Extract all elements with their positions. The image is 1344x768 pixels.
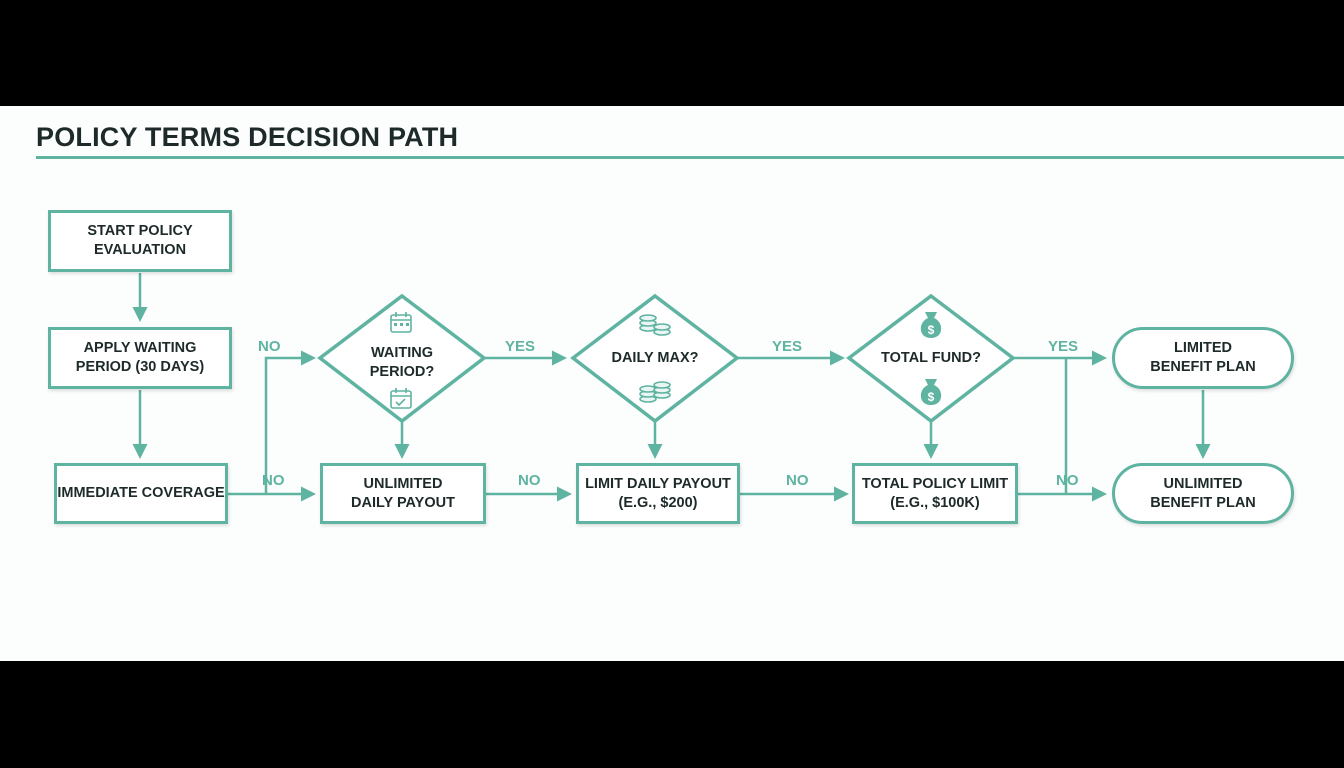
edge-label-yes-fund-limited: YES — [1048, 338, 1079, 355]
decision-fund-label: TOTAL FUND? — [881, 350, 981, 366]
edge-label-no-waiting: NO — [258, 338, 281, 355]
edge-label-no-limit-total: NO — [786, 472, 809, 489]
edge-label-yes-waiting-daily: YES — [505, 338, 536, 355]
edge-label-no-immediate: NO — [262, 472, 285, 489]
decision-fund-shape — [846, 293, 1016, 424]
letterbox-top — [0, 0, 1344, 106]
edge-label-no-unlimited-limit: NO — [518, 472, 541, 489]
node-apply-waiting: APPLY WAITING PERIOD (30 DAYS) — [48, 327, 232, 389]
calendar-icon-top — [390, 312, 412, 333]
edge-label-yes-daily-fund: YES — [772, 338, 803, 355]
node-total-limit: TOTAL POLICY LIMIT (E.G., $100K) — [852, 463, 1018, 524]
coin-stack-icon-bottom — [639, 381, 671, 403]
decision-daily-shape — [570, 293, 740, 424]
coin-stack-icon-top — [639, 314, 671, 336]
svg-text:$: $ — [928, 323, 935, 337]
node-unlimited-daily: UNLIMITED DAILY PAYOUT — [320, 463, 486, 524]
node-unlimited-plan-label: UNLIMITED BENEFIT PLAN — [1150, 475, 1256, 511]
node-total-limit-label: TOTAL POLICY LIMIT (E.G., $100K) — [861, 475, 1009, 511]
node-limited-plan-label: LIMITED BENEFIT PLAN — [1150, 340, 1256, 375]
calendar-icon-bottom — [390, 388, 412, 409]
page-title: POLICY TERMS DECISION PATH — [36, 122, 459, 152]
node-unlimited-plan: UNLIMITED BENEFIT PLAN — [1112, 463, 1294, 524]
title-underline — [36, 156, 1344, 159]
letterbox-bottom — [0, 661, 1344, 768]
edge-label-no-total-unlimited: NO — [1056, 472, 1079, 489]
svg-text:$: $ — [928, 390, 935, 404]
node-start: START POLICY EVALUATION — [48, 210, 232, 272]
node-start-label: START POLICY EVALUATION — [87, 223, 193, 258]
node-apply-waiting-label: APPLY WAITING PERIOD (30 DAYS) — [75, 340, 205, 375]
money-bag-icon-top: $ — [920, 312, 942, 338]
edge-no-to-waiting — [264, 350, 316, 494]
node-limit-daily-label: LIMIT DAILY PAYOUT (E.G., $200) — [585, 475, 731, 511]
node-immediate-coverage: IMMEDIATE COVERAGE — [54, 463, 228, 524]
node-unlimited-daily-label: UNLIMITED DAILY PAYOUT — [351, 475, 455, 511]
node-limited-plan: LIMITED BENEFIT PLAN — [1112, 327, 1294, 389]
diagram-canvas: POLICY TERMS DECISION PATH — [0, 106, 1344, 661]
money-bag-icon-bottom: $ — [920, 379, 942, 405]
decision-waiting-label: WAITING PERIOD? — [369, 345, 435, 380]
connectors-layer: $ $ — [57, 228, 1211, 502]
node-immediate-coverage-label: IMMEDIATE COVERAGE — [57, 485, 225, 501]
node-limit-daily: LIMIT DAILY PAYOUT (E.G., $200) — [576, 463, 740, 524]
decision-daily-label: DAILY MAX? — [611, 350, 699, 366]
decision-waiting-shape — [317, 293, 487, 424]
